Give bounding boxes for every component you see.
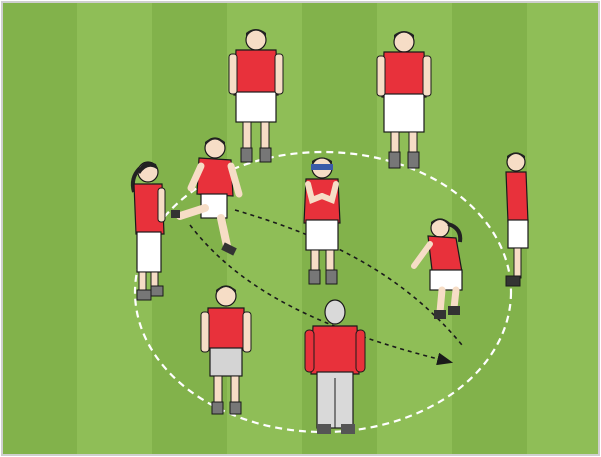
player-figure	[505, 152, 529, 287]
coach-figure	[304, 299, 366, 434]
players	[130, 29, 529, 434]
path-long	[189, 224, 454, 366]
player-figure	[376, 31, 432, 169]
player-figure	[411, 218, 463, 319]
player-figure	[130, 161, 166, 301]
player-figure	[228, 29, 284, 163]
player-figure	[200, 285, 252, 415]
path-upper	[234, 209, 463, 346]
player-figure	[171, 137, 243, 256]
movement-paths	[189, 209, 463, 366]
blindfolded-player	[303, 157, 341, 285]
